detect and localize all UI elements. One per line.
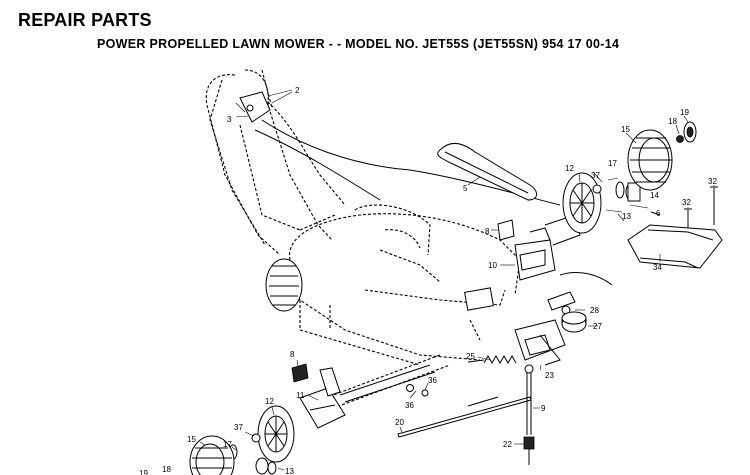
hubcap-right bbox=[676, 121, 697, 143]
control-bracket bbox=[235, 89, 293, 123]
callout-37-top: 37 bbox=[591, 171, 600, 180]
callout-32-left: 32 bbox=[682, 198, 691, 207]
callout-25: 25 bbox=[466, 352, 475, 361]
callout-17-lower: 17 bbox=[223, 440, 232, 449]
height-adjuster bbox=[299, 367, 346, 429]
callout-12-top: 12 bbox=[565, 164, 574, 173]
callout-9: 9 bbox=[541, 404, 546, 413]
hubcap-left bbox=[255, 457, 277, 475]
callout-14-top: 14 bbox=[650, 191, 659, 200]
front-wheel-left bbox=[228, 405, 295, 463]
callout-13-lower: 13 bbox=[285, 467, 294, 475]
callout-12-lower: 12 bbox=[265, 397, 274, 406]
callout-2: 2 bbox=[295, 86, 300, 95]
callout-37-lower: 37 bbox=[234, 423, 243, 432]
pulley-assembly bbox=[561, 305, 587, 333]
callout-36-upper: 36 bbox=[428, 376, 437, 385]
callout-labels: 2 3 5 8 10 12 37 17 14 15 18 19 13 6 32 … bbox=[139, 86, 717, 475]
callout-6: 6 bbox=[656, 209, 661, 218]
drive-belt bbox=[437, 143, 537, 201]
callout-5: 5 bbox=[463, 184, 468, 193]
callout-23: 23 bbox=[545, 371, 554, 380]
front-wheel-right bbox=[562, 172, 641, 234]
callout-19-top: 19 bbox=[680, 108, 689, 117]
callout-3: 3 bbox=[227, 115, 232, 124]
callout-18-top: 18 bbox=[668, 117, 677, 126]
callout-27: 27 bbox=[593, 322, 602, 331]
callout-19-lower: 19 bbox=[139, 469, 148, 475]
handle-assembly bbox=[205, 69, 346, 256]
callout-10: 10 bbox=[488, 261, 497, 270]
callout-8-lower: 8 bbox=[290, 350, 295, 359]
callout-20: 20 bbox=[395, 418, 404, 427]
knob-part-8-lower bbox=[291, 363, 309, 383]
callout-36-lower: 36 bbox=[405, 401, 414, 410]
spring-25 bbox=[467, 354, 517, 365]
leader-lines bbox=[199, 115, 715, 471]
callout-8-top: 8 bbox=[485, 227, 490, 236]
model-subtitle: POWER PROPELLED LAWN MOWER - - MODEL NO.… bbox=[97, 37, 620, 51]
callout-13-top: 13 bbox=[622, 212, 631, 221]
rear-wheel-dashed bbox=[265, 258, 303, 312]
callout-34: 34 bbox=[653, 263, 662, 272]
callout-15-lower: 15 bbox=[187, 435, 196, 444]
callout-17-top: 17 bbox=[608, 159, 617, 168]
callout-18-lower: 18 bbox=[162, 465, 171, 474]
tire-left bbox=[189, 435, 235, 475]
axle-20 bbox=[397, 396, 532, 438]
fasteners-36 bbox=[406, 384, 429, 397]
rod-9 bbox=[523, 364, 535, 465]
callout-32-right: 32 bbox=[708, 177, 717, 186]
callout-15-top: 15 bbox=[621, 125, 630, 134]
callout-11: 11 bbox=[296, 391, 305, 400]
tire-right bbox=[627, 129, 673, 191]
rear-shield bbox=[627, 224, 723, 269]
page-title: REPAIR PARTS bbox=[18, 10, 152, 30]
knob-part-8 bbox=[491, 219, 515, 241]
transmission-assembly bbox=[514, 214, 613, 366]
callout-22: 22 bbox=[503, 440, 512, 449]
callout-28: 28 bbox=[590, 306, 599, 315]
